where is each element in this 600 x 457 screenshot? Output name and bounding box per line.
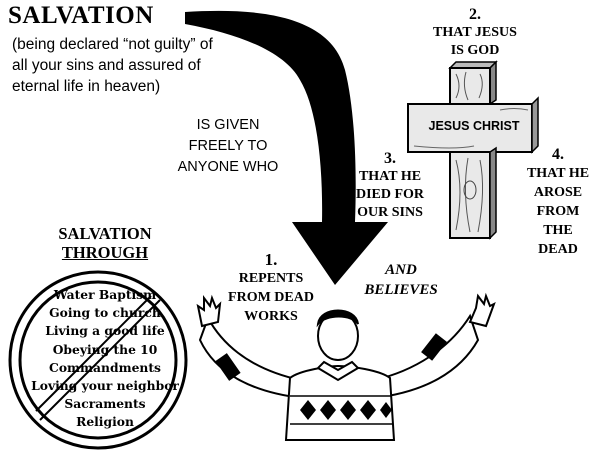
point-line: FROM — [536, 204, 580, 219]
heading-line: SALVATION — [58, 224, 152, 243]
point-line: THAT JESUS — [433, 25, 517, 40]
point-2: 2. THAT JESUS IS GOD — [405, 6, 545, 60]
rejected-items-list: Water Baptism Going to church Living a g… — [20, 286, 190, 432]
point-number: 2. — [469, 6, 481, 23]
point-number: 3. — [384, 150, 396, 167]
believes-line: AND — [385, 262, 417, 278]
list-item: Loving your neighbor — [31, 378, 179, 394]
wooden-cross-icon — [407, 60, 539, 240]
point-1: 1. REPENTS FROM DEAD WORKS — [222, 250, 320, 326]
point-4: 4. THAT HE AROSE FROM THE DEAD — [518, 145, 598, 259]
believes-line: BELIEVES — [364, 282, 438, 298]
point-line: IS GOD — [450, 43, 500, 58]
point-line: DEAD — [538, 242, 578, 257]
point-line: AROSE — [533, 185, 583, 200]
given-freely-text: IS GIVEN FREELY TO ANYONE WHO — [168, 115, 288, 178]
list-item: Water Baptism — [53, 287, 157, 302]
point-line: WORKS — [244, 309, 298, 324]
salvation-through-heading: SALVATION THROUGH — [30, 224, 180, 262]
list-item: Religion — [76, 414, 134, 430]
point-line: OUR SINS — [357, 205, 423, 220]
list-item: Obeying the 10 — [52, 341, 158, 357]
point-line: REPENTS — [238, 271, 304, 286]
and-believes-text: AND BELIEVES — [355, 260, 447, 300]
curved-arrow-icon — [185, 10, 388, 285]
given-line: FREELY TO — [188, 138, 268, 154]
point-3: 3. THAT HE DIED FOR OUR SINS — [345, 150, 435, 222]
point-line: THE — [543, 223, 573, 238]
point-line: THAT HE — [358, 169, 422, 184]
point-line: THAT HE — [526, 166, 590, 181]
list-item: Living a good life — [45, 323, 165, 339]
point-number: 4. — [552, 146, 564, 163]
given-line: ANYONE WHO — [177, 159, 279, 175]
cross-label: JESUS CHRIST — [428, 119, 520, 133]
point-number: 1. — [264, 250, 278, 269]
point-line: FROM DEAD — [228, 290, 314, 305]
point-line: DIED FOR — [355, 187, 425, 202]
heading-line: THROUGH — [61, 243, 149, 262]
page-title: SALVATION — [8, 2, 154, 29]
list-item: Sacraments — [64, 396, 146, 412]
list-item: Commandments — [49, 359, 161, 375]
no-sign-icon — [8, 270, 188, 450]
given-line: IS GIVEN — [196, 117, 260, 133]
list-item: Going to church — [49, 305, 161, 321]
subtitle: (being declared “not guilty” of all your… — [12, 36, 213, 95]
man-open-arms-illustration — [196, 292, 496, 441]
